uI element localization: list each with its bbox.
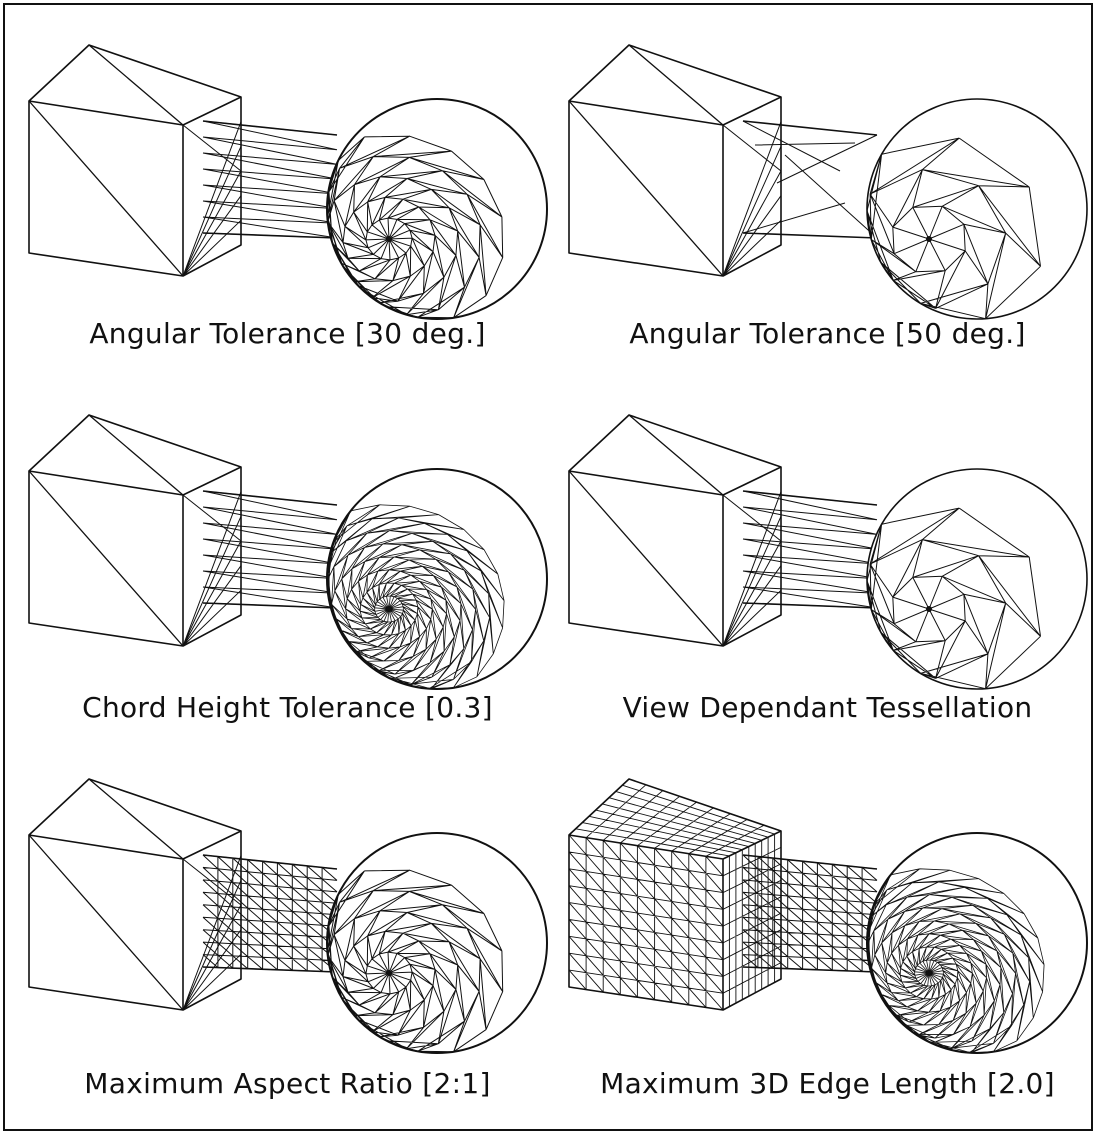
sphere-mesh: [326, 504, 505, 690]
cube-face-diagonals: [568, 44, 724, 277]
panel-angular-tolerance-50: Angular Tolerance [50 deg.]: [555, 33, 1100, 408]
sphere-pole: [926, 970, 932, 976]
panel-angular-tolerance-30: Angular Tolerance [30 deg.]: [15, 33, 560, 408]
cube-face-diagonals: [28, 778, 184, 1011]
cylinder: [742, 490, 878, 609]
cube-face-diagonals: [28, 414, 184, 647]
sphere: [866, 98, 1088, 320]
cylinder: [202, 854, 338, 973]
panel-view-dependant-tessellation: View Dependant Tessellation: [555, 403, 1100, 778]
cube-edges: [28, 96, 242, 276]
panel-caption: Maximum Aspect Ratio [2:1]: [84, 1067, 491, 1100]
cylinder-outline: [742, 120, 878, 239]
cube-face-diagonals: [28, 44, 184, 277]
sphere-pole: [386, 236, 392, 242]
cube-side-triangles: [182, 121, 242, 277]
cube: [568, 778, 782, 1011]
mesh-illustration: [28, 414, 548, 690]
cube-outline: [568, 414, 782, 647]
sphere-mesh: [866, 507, 1041, 690]
panel-caption: Chord Height Tolerance [0.3]: [82, 691, 493, 724]
cube: [568, 414, 782, 647]
sphere-outline: [866, 468, 1088, 690]
cube: [28, 414, 242, 647]
sphere-outline: [866, 98, 1088, 320]
panel-caption: Maximum 3D Edge Length [2.0]: [600, 1067, 1055, 1100]
mesh-illustration: [28, 778, 548, 1054]
sphere: [866, 468, 1088, 690]
cylinder-mesh: [742, 854, 878, 973]
sphere: [326, 468, 548, 690]
sphere-pole: [386, 606, 392, 612]
panel-caption: View Dependant Tessellation: [622, 691, 1033, 724]
mesh-illustration: [568, 778, 1088, 1054]
panel-caption: Angular Tolerance [50 deg.]: [629, 317, 1026, 350]
cylinder: [742, 854, 878, 973]
panel-maximum-aspect-ratio: Maximum Aspect Ratio [2:1]: [15, 767, 560, 1142]
cube-edges: [28, 830, 242, 1010]
cube-outline: [568, 44, 782, 277]
cylinder: [202, 120, 338, 239]
cylinder-mesh: [742, 120, 878, 239]
cube: [568, 44, 782, 277]
cylinder-mesh: [202, 120, 338, 239]
cube: [28, 778, 242, 1011]
cylinder-mesh: [202, 854, 338, 973]
cube-side-triangles: [182, 491, 242, 647]
cube-mesh: [568, 784, 782, 1011]
cylinder-mesh: [202, 490, 338, 609]
sphere-pole: [926, 606, 932, 612]
cube-side-triangles: [182, 855, 242, 1011]
cube: [28, 44, 242, 277]
sphere: [326, 832, 548, 1054]
cube-side-triangles: [722, 491, 782, 647]
figure-frame: Angular Tolerance [30 deg.] Angular Tole…: [3, 3, 1093, 1131]
sphere-pole: [386, 970, 392, 976]
cube-outline: [28, 414, 242, 647]
cube-edges: [568, 830, 782, 1010]
sphere: [326, 98, 548, 320]
sphere: [866, 832, 1088, 1054]
mesh-illustration: [568, 44, 1088, 320]
sphere-mesh: [866, 137, 1041, 320]
cube-outline: [28, 778, 242, 1011]
cube-side-triangles: [722, 121, 782, 277]
cylinder: [742, 120, 878, 239]
cube-edges: [568, 96, 782, 276]
cube-outline: [568, 778, 782, 1011]
mesh-illustration: [28, 44, 548, 320]
sphere-pole: [926, 236, 932, 242]
sphere-mesh: [326, 135, 504, 319]
panel-caption: Angular Tolerance [30 deg.]: [89, 317, 486, 350]
cube-face-diagonals: [568, 414, 724, 647]
sphere-outline: [326, 832, 548, 1054]
mesh-illustration: [568, 414, 1088, 690]
panel-chord-height-tolerance: Chord Height Tolerance [0.3]: [15, 403, 560, 778]
cylinder: [202, 490, 338, 609]
sphere-outline: [326, 98, 548, 320]
cube-edges: [28, 466, 242, 646]
cube-outline: [28, 44, 242, 277]
sphere-mesh: [866, 868, 1045, 1054]
cube-edges: [568, 466, 782, 646]
cylinder-mesh: [742, 490, 878, 609]
panel-maximum-3d-edge-length: Maximum 3D Edge Length [2.0]: [555, 767, 1100, 1142]
sphere-mesh: [326, 869, 504, 1053]
